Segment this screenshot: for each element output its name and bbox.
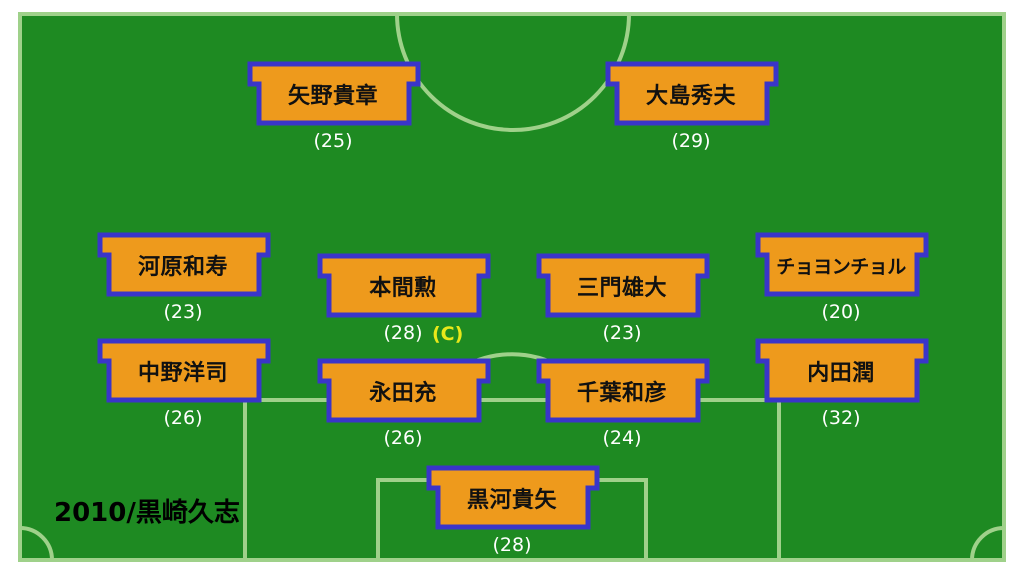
player-name: 河原和寿 [137,255,228,280]
player-age: (29) [671,130,711,152]
corner-arc-left [19,526,54,561]
player-name: 黒河貴矢 [466,488,557,513]
player-age: (28) [492,534,532,556]
player-age: (20) [821,301,861,323]
player-age: (26) [163,407,203,429]
player-name: 三門雄大 [576,276,667,301]
shirt-icon: 矢野貴章 [245,60,421,128]
player-name: 矢野貴章 [287,84,378,109]
player-name: 大島秀夫 [645,84,736,109]
player-fw-left: 矢野貴章 (25) [245,60,421,152]
shirt-icon: 内田潤 [753,337,929,405]
player-cb-right: 千葉和彦 (24) [534,357,710,449]
player-age: (28) [383,322,423,344]
shirt-icon: 中野洋司 [95,337,271,405]
player-fw-right: 大島秀夫 (29) [603,60,779,152]
shirt-icon: 千葉和彦 [534,357,710,425]
captain-badge: (C) [432,323,464,345]
shirt-icon: 大島秀夫 [603,60,779,128]
player-cm-left: 本間勲 (28) [315,252,491,344]
player-rb: 内田潤 (32) [753,337,929,429]
season-label: 2010/黒崎久志 [54,498,240,528]
player-name: 本間勲 [369,276,437,301]
player-cm-right: 三門雄大 (23) [534,252,710,344]
player-lb: 中野洋司 (26) [95,337,271,429]
player-lm: 河原和寿 (23) [95,231,271,323]
player-age: (32) [821,407,861,429]
shirt-icon: 永田充 [315,357,491,425]
shirt-icon: チョヨンチョル [753,231,929,299]
shirt-icon: 本間勲 [315,252,491,320]
player-age: (26) [383,427,423,449]
player-age: (23) [163,301,203,323]
player-name: 永田充 [369,381,437,406]
player-age: (25) [313,130,353,152]
player-name: 中野洋司 [137,361,228,386]
player-gk: 黒河貴矢 (28) [424,464,600,556]
shirt-icon: 黒河貴矢 [424,464,600,532]
corner-arc-right [970,526,1005,561]
penalty-area [243,398,781,560]
player-age: (24) [602,427,642,449]
player-cb-left: 永田充 (26) [315,357,491,449]
shirt-icon: 河原和寿 [95,231,271,299]
player-rm: チョヨンチョル (20) [753,231,929,323]
player-name: 内田潤 [807,361,875,386]
player-name: チョヨンチョル [776,255,906,278]
shirt-icon: 三門雄大 [534,252,710,320]
player-name: 千葉和彦 [576,381,667,406]
player-age: (23) [602,322,642,344]
